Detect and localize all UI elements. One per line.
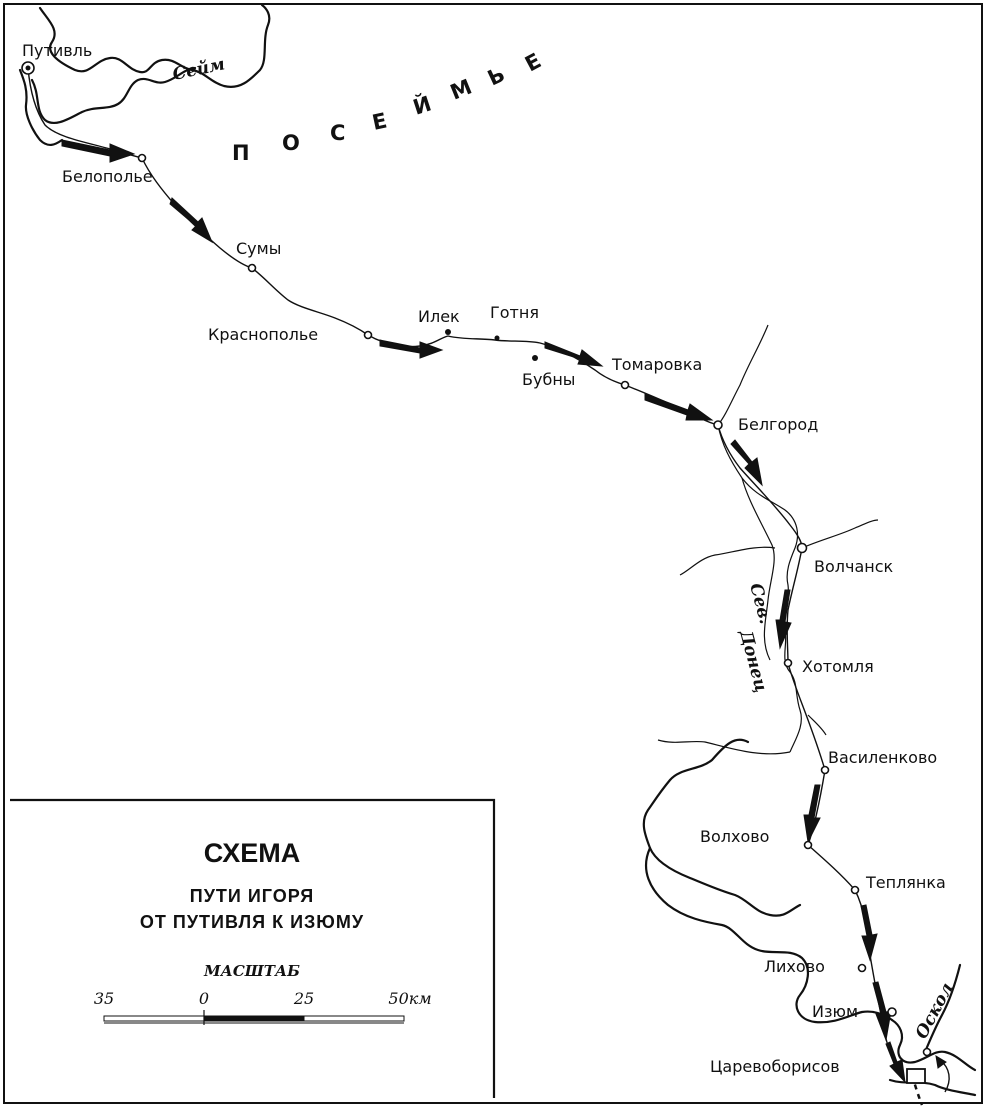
route-arrow <box>885 1041 906 1084</box>
place-label-likhovo: Лихово <box>764 957 825 976</box>
town-marker-gotnya <box>494 335 500 341</box>
place-label-volchansk: Волчанск <box>814 557 894 576</box>
place-label-tsarevoborisov: Царевоборисов <box>710 1057 840 1076</box>
region-letter: О <box>282 131 302 155</box>
river-oskol <box>923 963 962 1054</box>
route-arrows <box>61 139 950 1093</box>
scale-tick-label: 35 <box>94 989 114 1008</box>
place-label-tomarovka: Томаровка <box>611 355 702 374</box>
town-marker-vasilenkovo <box>820 765 830 775</box>
legend-border <box>10 798 496 1098</box>
route-arrow <box>644 393 714 421</box>
river-tributary-north <box>717 324 769 426</box>
route-arrow <box>803 784 821 844</box>
river-seim <box>38 3 271 88</box>
river-label-oskol: Оскол <box>912 980 958 1043</box>
legend-subtitle-line1: ПУТИ ИГОРЯ <box>190 886 314 906</box>
town-marker-belgorod <box>713 420 723 430</box>
legend-subtitle-line2: ОТ ПУТИВЛЯ К ИЗЮМУ <box>140 912 364 932</box>
route-arrow <box>61 139 136 163</box>
region-letter: Й <box>410 90 436 120</box>
route-arrow-oskol-head <box>935 1055 947 1069</box>
place-label-gotnya: Готня <box>490 303 539 322</box>
route-arrow <box>775 589 792 650</box>
region-letter: П <box>232 141 252 165</box>
place-label-ilek: Илек <box>418 307 460 326</box>
town-marker-oskol <box>922 1047 932 1057</box>
scale-label: МАСШТАБ <box>203 962 300 980</box>
river-putivl-branch <box>18 68 64 146</box>
place-label-putivl: Путивль <box>22 41 92 60</box>
town-marker-izyum <box>887 1007 897 1017</box>
river-west-tributary <box>679 546 776 576</box>
river-izyum-bend <box>890 1018 977 1072</box>
town-marker-tsarevoborisov <box>906 1068 926 1084</box>
region-label-poseimye: П О С Е Й М Ь Е <box>232 48 547 165</box>
place-label-volkhovo: Волхово <box>700 827 769 846</box>
route-arrow <box>544 341 604 367</box>
region-letter: Е <box>370 108 391 135</box>
place-label-khotomlya: Хотомля <box>802 657 874 676</box>
region-letter: С <box>330 121 347 145</box>
route-arrow <box>379 339 444 359</box>
town-marker-bubny <box>532 355 538 361</box>
river-lower-left <box>888 1078 977 1097</box>
route-arrow <box>730 439 763 487</box>
scale-tick-label: 0 <box>199 989 209 1008</box>
town-marker-tomarovka <box>620 380 630 390</box>
region-letter: Ь <box>484 61 510 90</box>
river-label-donets-1: Сев. <box>745 581 775 626</box>
route-arrow <box>872 981 892 1042</box>
scale-bar <box>103 1010 405 1025</box>
town-marker-volkhovo <box>803 840 813 850</box>
river-label-donets-2: Донец <box>735 627 771 694</box>
town-marker-likhovo <box>857 963 867 973</box>
town-markers <box>21 61 932 1084</box>
place-label-vasilenkovo: Василенково <box>828 748 937 767</box>
river-seversky-donets <box>717 424 802 753</box>
route-arrow <box>169 197 214 244</box>
town-marker-khotomlya <box>783 658 793 668</box>
place-label-belgorod: Белгород <box>738 415 818 434</box>
place-label-izyum: Изюм <box>812 1002 858 1021</box>
town-marker-belopolye <box>137 153 147 163</box>
place-label-sumy: Сумы <box>236 239 281 258</box>
town-marker-teplyanka <box>850 885 860 895</box>
town-marker-ilek <box>445 329 451 335</box>
town-marker-krasnopolye <box>363 330 373 340</box>
scale-tick-label: 25 <box>293 989 314 1008</box>
legend-box: СХЕМА ПУТИ ИГОРЯ ОТ ПУТИВЛЯ К ИЗЮМУ МАСШ… <box>10 798 496 1098</box>
place-label-belopolye: Белополье <box>62 167 153 186</box>
place-label-krasnopolye: Краснополье <box>208 325 318 344</box>
town-marker-putivl-inner <box>25 65 31 71</box>
scale-tick-label: 50км <box>388 989 431 1008</box>
river-donets-lower <box>645 846 894 1024</box>
town-marker-volchansk <box>796 542 808 554</box>
river-label-seim: Сейм <box>171 54 227 85</box>
region-letter: Е <box>521 48 547 77</box>
place-label-bubny: Бубны <box>522 370 575 389</box>
place-label-teplyanka: Теплянка <box>865 873 946 892</box>
region-letter: М <box>447 74 477 105</box>
river-vasilenkovo-tributary <box>657 714 827 755</box>
town-marker-sumy <box>247 263 257 273</box>
river-seim-bank <box>30 66 197 125</box>
route-arrow <box>860 904 878 962</box>
river-east-tributary <box>801 519 879 549</box>
legend-title: СХЕМА <box>204 838 300 868</box>
map-frame <box>3 3 983 1104</box>
river-donets-side <box>741 477 775 661</box>
